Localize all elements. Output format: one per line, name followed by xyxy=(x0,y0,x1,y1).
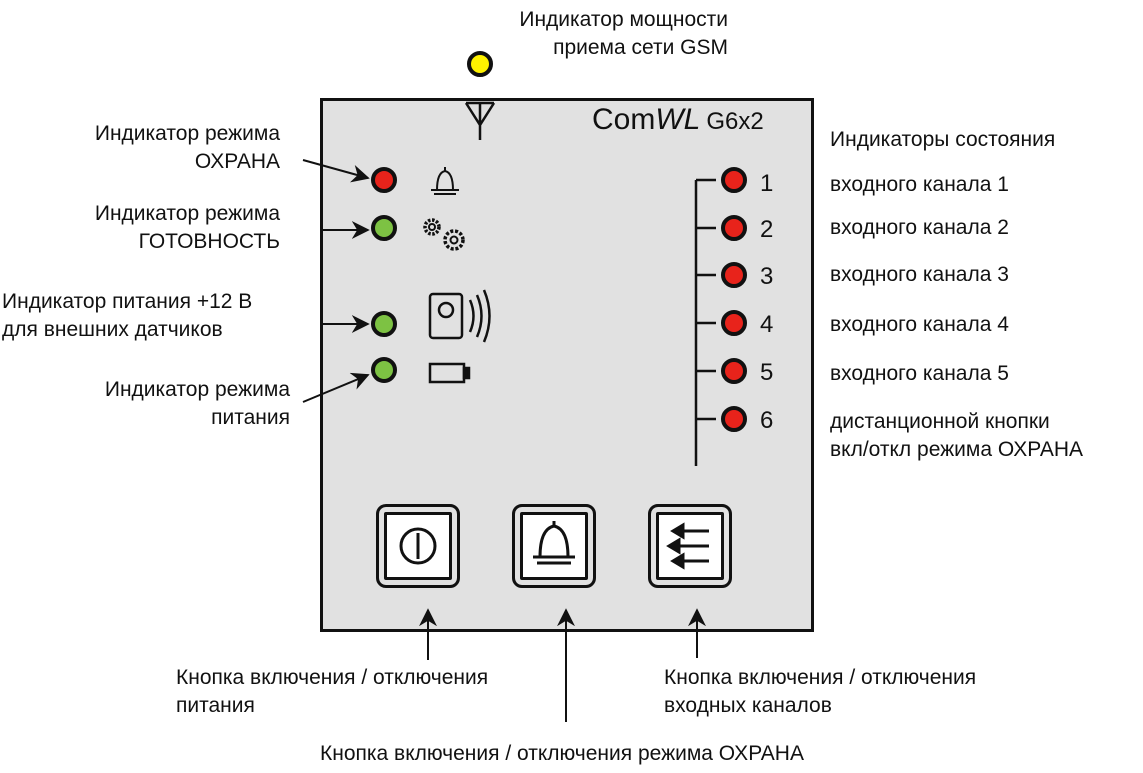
channel-6-number: 6 xyxy=(760,407,774,434)
gsm-label-line2: приема сети GSM xyxy=(553,36,728,59)
inputs-button-line2: входных каналов xyxy=(664,694,832,717)
gsm-led xyxy=(467,51,493,77)
ready-mode-label: Индикатор режима ГОТОВНОСТЬ xyxy=(40,200,280,256)
power-12v-label: Индикатор питания +12 В для внешних датч… xyxy=(2,288,252,344)
inputs-button-line1: Кнопка включения / отключения xyxy=(664,666,977,689)
channel-indicators-title: Индикаторы состояния xyxy=(830,128,1056,151)
channel-5-led xyxy=(721,358,747,384)
guard-button-label: Кнопка включения / отключения режима ОХР… xyxy=(320,742,804,765)
gsm-indicator-label: Индикатор мощности приема сети GSM xyxy=(470,6,728,62)
power-mode-line2: питания xyxy=(211,406,290,429)
channel-5-number: 5 xyxy=(760,359,774,386)
power-button-label: Кнопка включения / отключения питания xyxy=(176,664,488,720)
channel-2-desc: входного канала 2 xyxy=(830,216,1009,239)
channel-6-desc-line2: вкл/откл режима ОХРАНА xyxy=(830,438,1084,461)
power-button-line2: питания xyxy=(176,694,255,717)
power-button-line1: Кнопка включения / отключения xyxy=(176,666,489,689)
channel-1-desc: входного канала 1 xyxy=(830,173,1009,196)
bell-button-icon xyxy=(533,521,575,565)
channel-3-number: 3 xyxy=(760,263,774,290)
brand-italic: WL xyxy=(655,103,701,136)
channel-1-led xyxy=(721,167,747,193)
power-12v-led xyxy=(371,311,397,337)
arrows-icon xyxy=(666,522,709,570)
gears-icon xyxy=(423,218,465,251)
channel-2-number: 2 xyxy=(760,216,774,243)
channel-1-number: 1 xyxy=(760,170,774,197)
guard-mode-line2: ОХРАНА xyxy=(194,150,280,173)
power-mode-arrow xyxy=(302,372,370,403)
channel-4-desc: входного канала 4 xyxy=(830,313,1009,336)
channel-4-number: 4 xyxy=(760,311,774,338)
channel-6-desc-line1: дистанционной кнопки xyxy=(830,410,1050,433)
power-12v-line1: Индикатор питания +12 В xyxy=(2,290,253,313)
channel-3-desc: входного канала 3 xyxy=(830,263,1009,286)
channel-6-led xyxy=(721,406,747,432)
antenna-icon xyxy=(464,101,496,140)
channel-3-led xyxy=(721,262,747,288)
brand-prefix: Com xyxy=(592,103,656,136)
channel-2-led xyxy=(721,215,747,241)
inputs-button-label: Кнопка включения / отключения входных ка… xyxy=(664,664,976,720)
gsm-label-line1: Индикатор мощности xyxy=(519,8,728,31)
input-channels-button[interactable] xyxy=(648,504,732,588)
ready-mode-line1: Индикатор режима xyxy=(94,202,280,225)
guard-mode-arrow xyxy=(302,159,370,183)
power-button[interactable] xyxy=(376,504,460,588)
bell-icon xyxy=(431,167,459,195)
power-12v-line2: для внешних датчиков xyxy=(2,318,223,341)
power-mode-label: Индикатор режима питания xyxy=(40,376,290,432)
channel-6-desc: дистанционной кнопки вкл/откл режима ОХР… xyxy=(830,408,1083,464)
power-mode-line1: Индикатор режима xyxy=(104,378,290,401)
battery-icon xyxy=(428,362,471,384)
guard-mode-line1: Индикатор режима xyxy=(94,122,280,145)
sensor-icon xyxy=(428,289,491,343)
channel-4-led xyxy=(721,310,747,336)
guard-mode-led xyxy=(371,167,397,193)
power-mode-led xyxy=(371,357,397,383)
power-icon xyxy=(399,527,437,565)
guard-mode-label: Индикатор режима ОХРАНА xyxy=(40,120,280,176)
ready-mode-led xyxy=(371,215,397,241)
guard-mode-button[interactable] xyxy=(512,504,596,588)
channel-bus xyxy=(694,178,716,466)
brand-model: G6x2 xyxy=(706,108,764,135)
ready-mode-line2: ГОТОВНОСТЬ xyxy=(138,230,280,253)
channel-5-desc: входного канала 5 xyxy=(830,362,1009,385)
